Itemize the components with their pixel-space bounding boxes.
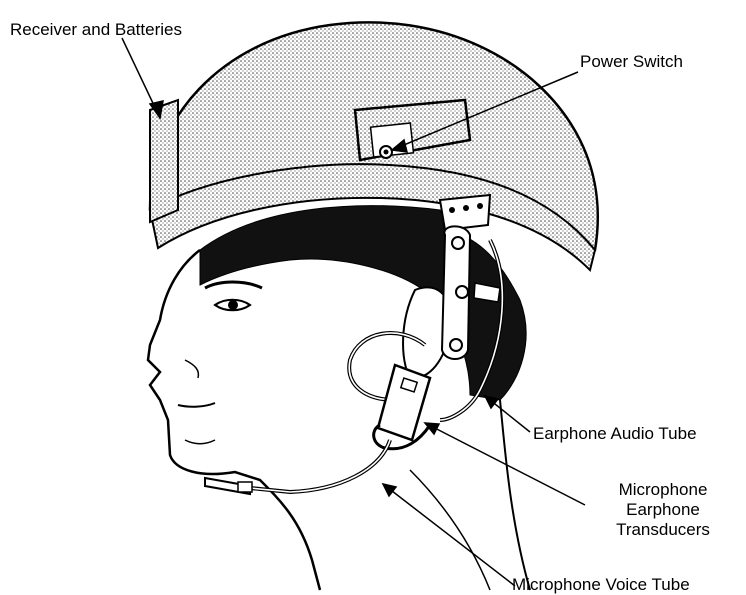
leader-voice-tube [383, 484, 515, 586]
label-receiver-batteries: Receiver and Batteries [10, 20, 182, 40]
label-transducers-line1: Microphone [588, 480, 738, 500]
mount-bracket [440, 195, 490, 230]
transducer-housing [378, 365, 430, 440]
receiver-pack [150, 100, 178, 222]
label-power-switch: Power Switch [580, 52, 683, 72]
label-transducers-line3: Transducers [588, 520, 738, 540]
label-microphone-earphone-transducers: Microphone Earphone Transducers [588, 480, 738, 540]
microphone-voice-tube [250, 440, 390, 492]
label-microphone-voice-tube: Microphone Voice Tube [512, 575, 690, 595]
label-transducers-line2: Earphone [588, 500, 738, 520]
label-earphone-audio-tube: Earphone Audio Tube [533, 424, 697, 444]
hair [200, 206, 526, 400]
